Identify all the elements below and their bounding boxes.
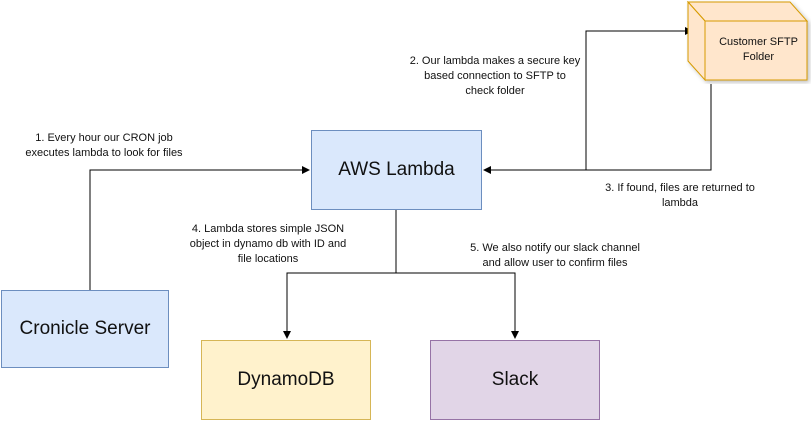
step-4-note: 4. Lambda stores simple JSON object in d… <box>189 223 347 265</box>
edge-cronicle-to-lambda <box>89 166 310 290</box>
sftp-cube-node <box>686 0 809 82</box>
edge-lambda-to-dynamodb <box>283 272 396 339</box>
cronicle-server-node: Cronicle Server <box>1 290 169 368</box>
dynamodb-label: DynamoDB <box>237 369 335 390</box>
slack-node: Slack <box>430 340 600 420</box>
step-3-note: 3. If found, files are returned to lambd… <box>605 182 755 209</box>
sftp-cube-front <box>704 20 808 81</box>
cronicle-server-label: Cronicle Server <box>19 318 151 339</box>
step-2-note: 2. Our lambda makes a secure key based c… <box>409 55 581 97</box>
edge-lambda-to-sftp <box>585 27 693 170</box>
sftp-label: Customer SFTP Folder <box>719 36 798 63</box>
dynamodb-node: DynamoDB <box>201 340 371 420</box>
slack-label: Slack <box>491 369 539 390</box>
aws-lambda-label: AWS Lambda <box>338 159 455 180</box>
edge-lambda-to-slack <box>396 272 519 339</box>
aws-lambda-node: AWS Lambda <box>311 130 482 210</box>
step-5-note: 5. We also notify our slack channel and … <box>470 242 640 269</box>
sftp-cube-top <box>686 1 809 22</box>
step-1-note: 1. Every hour our CRON job executes lamb… <box>25 132 183 159</box>
edge-sftp-to-lambda <box>483 84 712 174</box>
